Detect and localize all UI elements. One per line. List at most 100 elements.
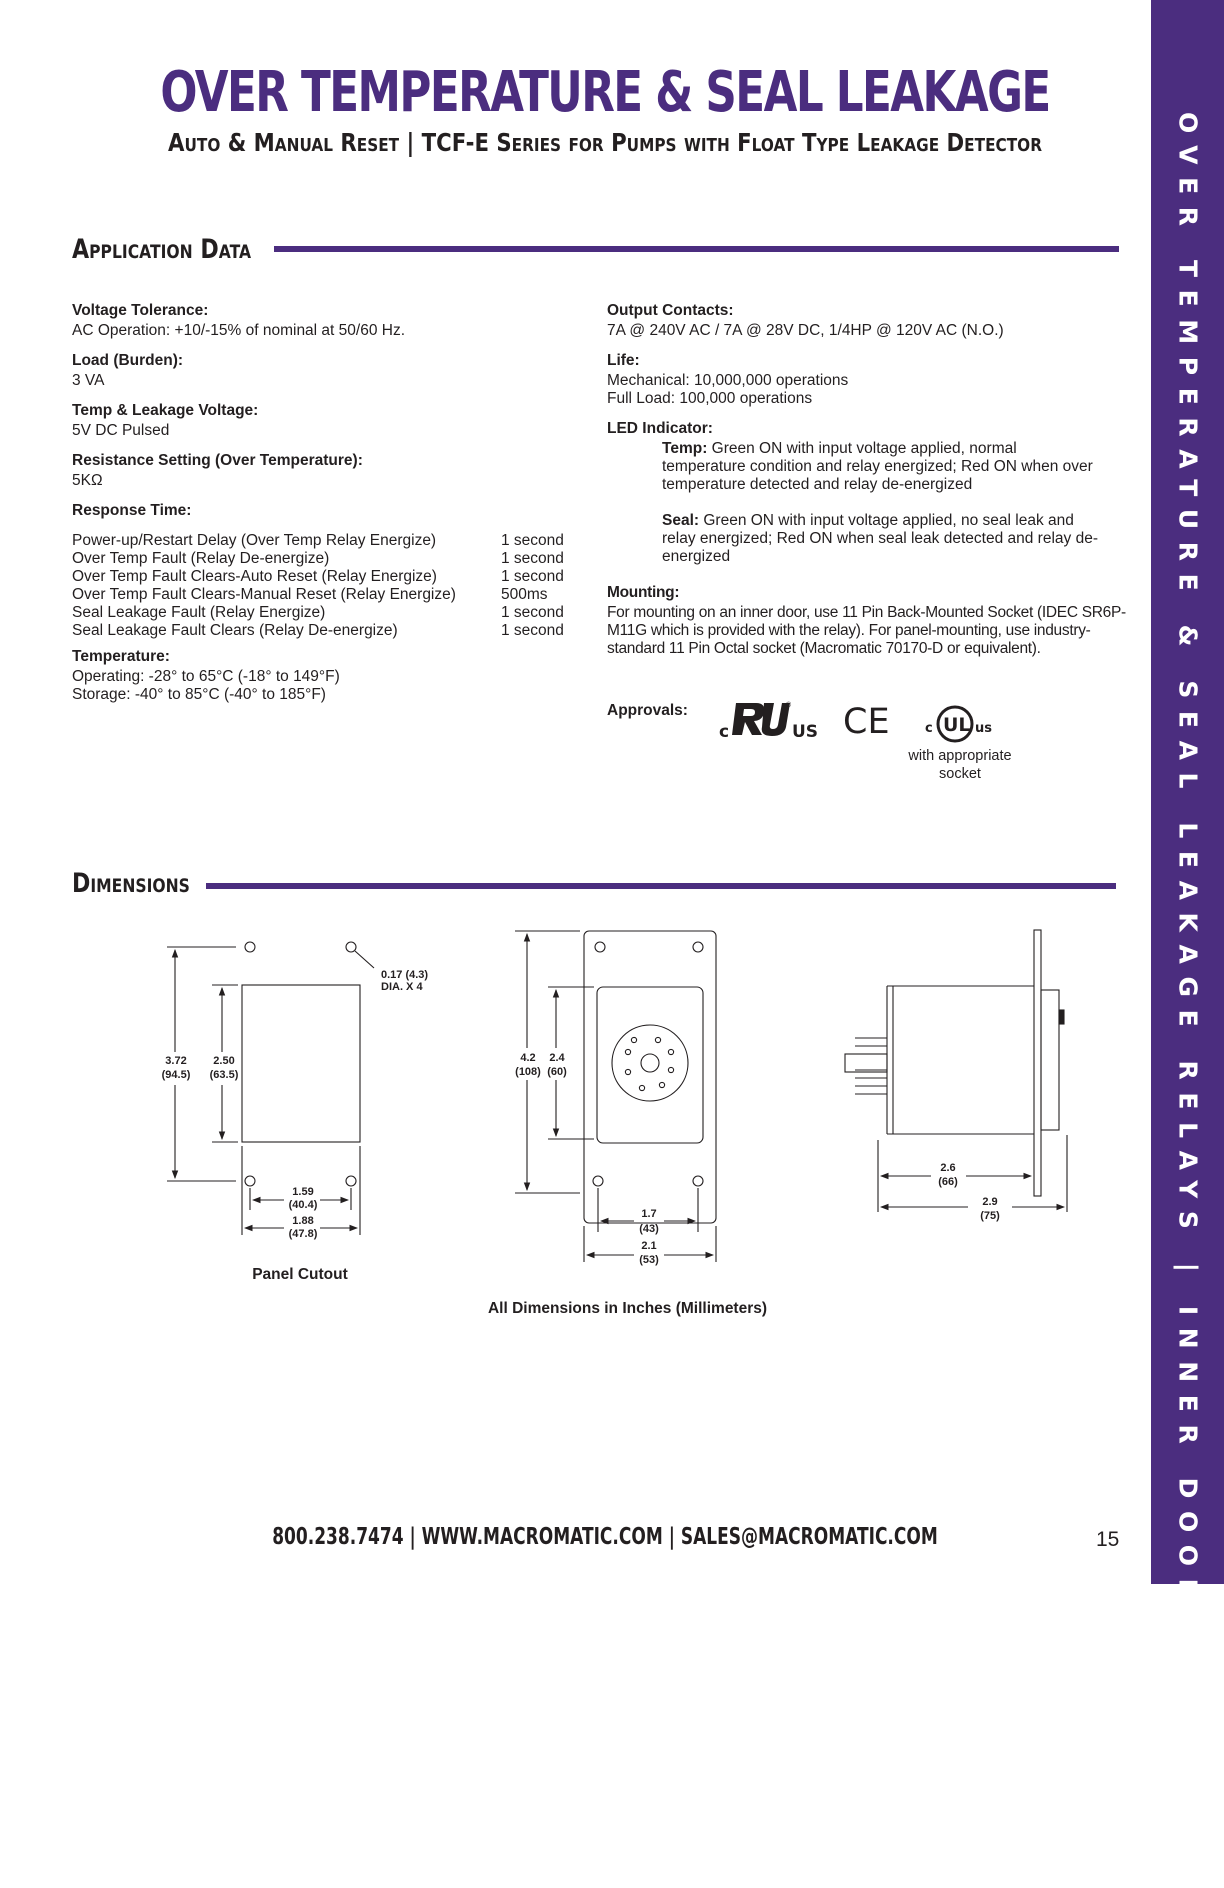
load: Load (Burden): 3 VA (72, 352, 572, 390)
approval-note: with appropriate socket (908, 748, 1012, 782)
dim-hole: 0.17 (4.3) (381, 969, 428, 981)
dim-panel-w-outer: 1.88 (292, 1215, 313, 1227)
svg-text:®: ® (786, 701, 792, 709)
side-view-drawing (844, 929, 1068, 1212)
response-item: Over Temp Fault (Relay De-energize) (72, 550, 330, 567)
ur-c: c (719, 722, 729, 742)
temp-leakage-voltage: Temp & Leakage Voltage: 5V DC Pulsed (72, 402, 572, 440)
response-time-table: Power-up/Restart Delay (Over Temp Relay … (72, 532, 572, 640)
led-temp: Temp: Green ON with input voltage applie… (607, 440, 1102, 494)
temperature: Temperature: Operating: -28° to 65°C (-1… (72, 648, 572, 704)
temperature-label: Temperature: (72, 648, 170, 665)
output-contacts: Output Contacts: 7A @ 240V AC / 7A @ 28V… (607, 302, 1127, 340)
dimensions-note: All Dimensions in Inches (Millimeters) (487, 1300, 768, 1317)
dim-panel-w-inner-mm: (40.4) (289, 1199, 318, 1211)
cul-ul: UL (943, 714, 971, 736)
dim-front-h-outer: 4.2 (520, 1052, 535, 1064)
dim-hole-qty: DIA. X 4 (381, 981, 423, 993)
response-value: 1 second (501, 604, 564, 621)
response-time-label: Response Time: (72, 502, 192, 519)
dim-front-h-inner-mm: (60) (547, 1066, 567, 1078)
resistance-setting: Resistance Setting (Over Temperature): 5… (72, 452, 572, 490)
dim-side-d-inner: 2.6 (940, 1162, 955, 1174)
dim-front-w-outer-mm: (53) (639, 1254, 659, 1266)
ur-recognized-icon: c ® US (719, 701, 818, 742)
dim-side-d-inner-mm: (66) (938, 1176, 958, 1188)
output-contacts-label: Output Contacts: (607, 302, 734, 319)
voltage-tolerance-text: AC Operation: +10/-15% of nominal at 50/… (72, 322, 406, 339)
dimensions-heading: Dimensions (72, 868, 190, 899)
cul-c: c (925, 721, 933, 736)
response-value: 1 second (501, 622, 564, 639)
output-contacts-text: 7A @ 240V AC / 7A @ 28V DC, 1/4HP @ 120V… (607, 322, 1004, 339)
temperature-storage: Storage: -40° to 85°C (-40° to 185°F) (72, 686, 326, 703)
temp-leakage-voltage-text: 5V DC Pulsed (72, 422, 170, 439)
dim-panel-h-inner: 2.50 (213, 1055, 234, 1067)
application-heading: Application Data (72, 234, 252, 265)
resistance-text: 5KΩ (72, 472, 103, 489)
dim-front-h-inner: 2.4 (549, 1052, 565, 1064)
led-indicator: LED Indicator: Temp: Green ON with input… (607, 420, 1127, 566)
application-rule (274, 246, 1119, 252)
panel-cutout-drawing (167, 941, 375, 1235)
dim-panel-h-outer: 3.72 (165, 1055, 186, 1067)
table-row: Seal Leakage Fault Clears (Relay De-ener… (72, 622, 572, 640)
response-item: Power-up/Restart Delay (Over Temp Relay … (72, 532, 437, 549)
dim-side-d-outer: 2.9 (982, 1196, 997, 1208)
footer-contact: 800.238.7474 | WWW.MACROMATIC.COM | SALE… (272, 1524, 938, 1550)
table-row: Over Temp Fault Clears-Manual Reset (Rel… (72, 586, 572, 604)
voltage-tolerance: Voltage Tolerance: AC Operation: +10/-15… (72, 302, 572, 340)
led-temp-text: Green ON with input voltage applied, nor… (662, 440, 1093, 493)
page-number: 15 (1096, 1528, 1120, 1551)
ce-text: CE (843, 702, 890, 740)
response-value: 1 second (501, 532, 564, 549)
led-temp-label: Temp: (662, 440, 708, 457)
page-subtitle: Auto & Manual Reset | TCF-E Series for P… (168, 128, 1042, 157)
table-row: Over Temp Fault Clears-Auto Reset (Relay… (72, 568, 572, 586)
life: Life: Mechanical: 10,000,000 operations … (607, 352, 1127, 408)
dim-panel-h-inner-mm: (63.5) (210, 1069, 239, 1081)
ce-mark-icon: CE (843, 702, 890, 740)
approvals-label-text: Approvals: (607, 702, 688, 719)
temperature-operating: Operating: -28° to 65°C (-18° to 149°F) (72, 668, 340, 685)
response-time-heading: Response Time: (72, 502, 572, 522)
approvals-label: Approvals: (607, 702, 688, 722)
dim-panel-h-outer-mm: (94.5) (162, 1069, 191, 1081)
mounting-label: Mounting: (607, 584, 680, 601)
load-label: Load (Burden): (72, 352, 184, 369)
cul-listed-icon: c UL us (925, 705, 992, 743)
page-title: OVER TEMPERATURE & SEAL LEAKAGE (160, 60, 1051, 125)
mounting-text: For mounting on an inner door, use 11 Pi… (607, 604, 1126, 657)
led-seal-text: Green ON with input voltage applied, no … (662, 512, 1098, 565)
voltage-tolerance-label: Voltage Tolerance: (72, 302, 209, 319)
life-full-load: Full Load: 100,000 operations (607, 390, 813, 407)
sidebar-band (1151, 0, 1224, 1584)
response-value: 1 second (501, 568, 564, 585)
response-item: Seal Leakage Fault (Relay Energize) (72, 604, 326, 621)
dim-side-d-outer-mm: (75) (980, 1210, 1000, 1222)
cul-us: us (975, 721, 992, 736)
resistance-label: Resistance Setting (Over Temperature): (72, 452, 363, 469)
table-row: Over Temp Fault (Relay De-energize) 1 sec… (72, 550, 572, 568)
response-value: 1 second (501, 550, 564, 567)
response-value: 500ms (501, 586, 548, 603)
table-row: Power-up/Restart Delay (Over Temp Relay … (72, 532, 572, 550)
table-row: Seal Leakage Fault (Relay Energize) 1 sec… (72, 604, 572, 622)
temp-leakage-voltage-label: Temp & Leakage Voltage: (72, 402, 259, 419)
led-label: LED Indicator: (607, 420, 713, 437)
life-label: Life: (607, 352, 640, 369)
dim-front-w-outer: 2.1 (641, 1240, 656, 1252)
led-seal-label: Seal: (662, 512, 700, 529)
dim-front-w-inner: 1.7 (641, 1208, 656, 1220)
load-text: 3 VA (72, 372, 105, 389)
panel-cutout-caption: Panel Cutout (252, 1266, 348, 1283)
dim-front-w-inner-mm: (43) (639, 1223, 659, 1235)
dim-front-h-outer-mm: (108) (515, 1066, 541, 1078)
front-view-drawing (515, 930, 717, 1262)
dimensions-rule (206, 883, 1116, 889)
dim-panel-w-outer-mm: (47.8) (289, 1228, 318, 1240)
response-item: Over Temp Fault Clears-Auto Reset (Relay… (72, 568, 437, 585)
response-item: Seal Leakage Fault Clears (Relay De-ener… (72, 622, 398, 639)
response-item: Over Temp Fault Clears-Manual Reset (Rel… (72, 586, 456, 603)
mounting: Mounting: For mounting on an inner door,… (607, 584, 1127, 658)
